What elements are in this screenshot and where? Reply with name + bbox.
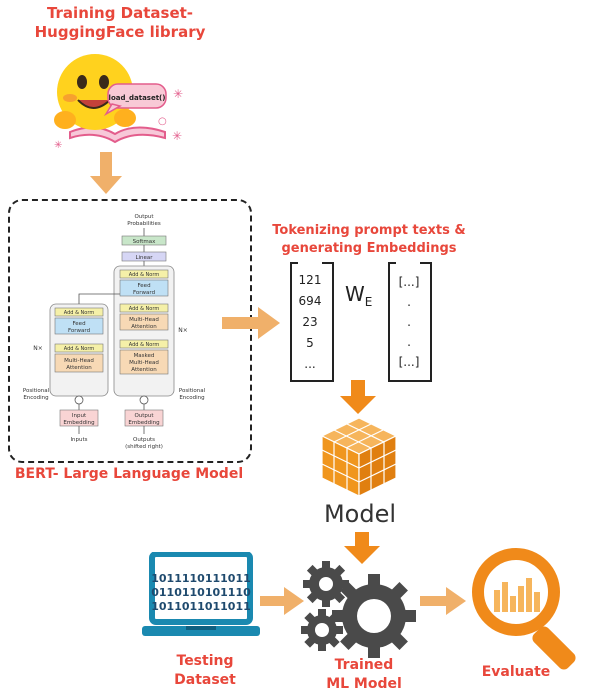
gears-icon xyxy=(301,561,416,658)
encoder-mha-2: Attention xyxy=(66,365,92,371)
embedding-entry-1: . xyxy=(407,295,411,309)
binary-line-1: 0110110101110 xyxy=(151,586,251,599)
input-embedding-2: Embedding xyxy=(63,420,94,426)
weight-symbol: W xyxy=(345,282,365,306)
evaluate-label: Evaluate xyxy=(481,664,551,680)
output-probabilities-label-1: Output xyxy=(134,214,154,220)
pos-enc-left-2: Encoding xyxy=(23,395,48,401)
token-id-4: ... xyxy=(304,357,316,371)
token-id-vector-mask xyxy=(298,260,322,380)
output-probabilities-label-2: Probabilities xyxy=(127,221,161,227)
outputs-label-2: (shifted right) xyxy=(125,444,163,450)
svg-text:✳: ✳ xyxy=(172,129,182,143)
decoder-feed-forward-2: Forward xyxy=(133,290,155,296)
token-id-2: 23 xyxy=(302,315,318,329)
training-dataset-label: Training Dataset- HuggingFace library xyxy=(20,4,220,42)
decoder-add-norm-2: Add & Norm xyxy=(129,306,160,312)
token-id-1: 694 xyxy=(298,294,322,308)
cube-grid-icon xyxy=(320,417,398,497)
token-id-0: 121 xyxy=(298,273,322,287)
output-embedding-2: Embedding xyxy=(128,420,159,426)
embedding-entry-2: . xyxy=(407,315,411,329)
nx-right-label: N× xyxy=(178,327,188,334)
nx-left-label: N× xyxy=(33,345,43,352)
pos-enc-left-1: Positional xyxy=(23,388,50,394)
arrow-right-bert-to-embeddings xyxy=(222,307,280,339)
bert-caption: BERT- Large Language Model xyxy=(14,466,244,482)
token-id-values: 121 694 23 5 ... xyxy=(292,270,328,375)
trained-model-label-line2: ML Model xyxy=(326,676,402,692)
hf-bubble-text: load_dataset() xyxy=(109,94,166,102)
arrow-down-model-to-gears xyxy=(344,532,380,564)
decoder-add-norm-1: Add & Norm xyxy=(129,342,160,348)
testing-dataset-label-line2: Dataset xyxy=(174,672,236,688)
decoder-mha-1: Multi-Head xyxy=(129,317,159,323)
tokenizing-label: Tokenizing prompt texts & generating Emb… xyxy=(254,222,484,258)
tokenizing-label-line1: Tokenizing prompt texts & xyxy=(272,223,466,238)
arrow-down-hf-to-bert xyxy=(90,152,122,194)
testing-dataset-label: Testing Dataset xyxy=(150,652,260,690)
tokenizing-label-line2: generating Embeddings xyxy=(281,241,457,256)
masked-mha-3: Attention xyxy=(131,367,157,373)
decoder-add-norm-3: Add & Norm xyxy=(129,272,160,278)
arrow-right-testing-to-gears xyxy=(260,587,304,615)
transformer-architecture-diagram: Output Probabilities Softmax Linear Add … xyxy=(23,214,206,450)
linear-box: Linear xyxy=(135,255,153,261)
hugging-face-emoji-icon: load_dataset() ✳ ○ ✳ ✳ xyxy=(54,54,183,150)
outputs-label-1: Outputs xyxy=(133,437,155,443)
encoder-add-norm-2: Add & Norm xyxy=(64,310,95,316)
encoder-feed-forward-1: Feed xyxy=(72,321,85,327)
embedding-entry-3: . xyxy=(407,335,411,349)
trained-model-label-line1: Trained xyxy=(334,657,394,673)
testing-dataset-label-line1: Testing xyxy=(176,653,234,669)
masked-mha-1: Masked xyxy=(134,353,155,359)
magnifier-chart-icon xyxy=(472,548,576,670)
encoder-feed-forward-2: Forward xyxy=(68,328,90,334)
output-embedding-1: Output xyxy=(134,413,154,419)
embedding-vector-mask xyxy=(396,260,420,380)
embedding-entry-4: [...] xyxy=(398,355,420,369)
decoder-mha-2: Attention xyxy=(131,324,157,330)
embedding-entry-0: [...] xyxy=(398,275,420,289)
binary-line-2: 1011011011011 xyxy=(151,600,251,613)
input-embedding-1: Input xyxy=(72,413,87,419)
weight-matrix-label: WE xyxy=(345,282,372,309)
svg-text:○: ○ xyxy=(158,116,167,127)
pos-enc-right-1: Positional xyxy=(179,388,206,394)
binary-line-0: 1011110111011 xyxy=(151,572,251,585)
masked-mha-2: Multi-Head xyxy=(129,360,159,366)
softmax-box: Softmax xyxy=(133,239,157,245)
token-id-3: 5 xyxy=(306,336,314,350)
weight-subscript: E xyxy=(364,295,373,309)
trained-model-label: Trained ML Model xyxy=(304,656,424,694)
bert-transformer-box xyxy=(8,199,252,463)
embedding-values: [...] . . . [...] xyxy=(390,272,428,372)
laptop-binary-icon: 1011110111011 0110110101110 101101101101… xyxy=(142,552,260,636)
encoder-add-norm-1: Add & Norm xyxy=(64,346,95,352)
svg-text:✳: ✳ xyxy=(173,87,183,101)
svg-text:✳: ✳ xyxy=(54,140,62,150)
training-dataset-label-line2: HuggingFace library xyxy=(34,23,206,41)
pos-enc-right-2: Encoding xyxy=(179,395,204,401)
arrow-right-gears-to-evaluate xyxy=(420,587,466,615)
arrow-down-embeddings-to-model xyxy=(340,380,376,414)
inputs-label: Inputs xyxy=(70,437,87,443)
decoder-feed-forward-1: Feed xyxy=(137,283,150,289)
training-dataset-label-line1: Training Dataset- xyxy=(46,4,194,22)
model-label: Model xyxy=(323,500,397,528)
encoder-mha-1: Multi-Head xyxy=(64,358,94,364)
